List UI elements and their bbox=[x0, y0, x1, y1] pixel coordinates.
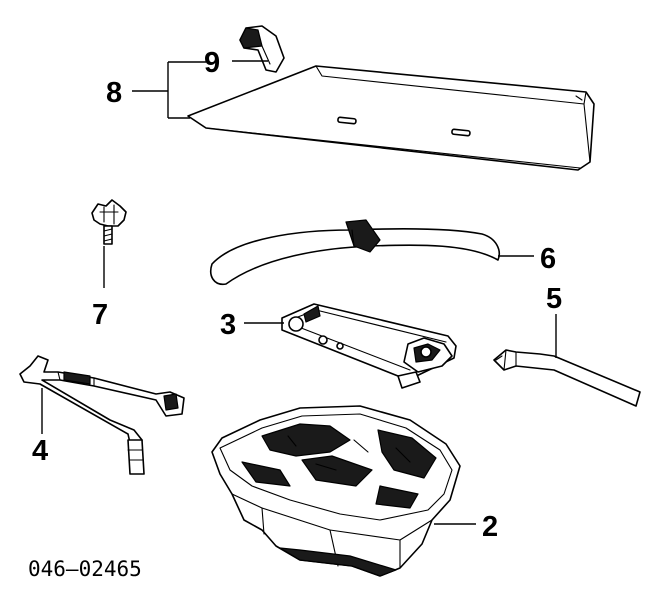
cover-panel bbox=[187, 65, 595, 171]
callout-6: 6 bbox=[540, 243, 556, 275]
callout-8: 8 bbox=[106, 77, 122, 109]
diagram-part-number: 046–02465 bbox=[28, 557, 142, 581]
callout-3: 3 bbox=[220, 309, 236, 341]
jack-handle bbox=[19, 355, 185, 475]
tool-tray bbox=[211, 405, 461, 577]
callout-2: 2 bbox=[482, 511, 498, 543]
wing-bolt bbox=[91, 199, 127, 245]
jack-strap bbox=[210, 219, 500, 286]
leader-8 bbox=[132, 61, 206, 119]
callout-9: 9 bbox=[204, 47, 220, 79]
retaining-clip bbox=[239, 25, 285, 73]
scissor-jack bbox=[281, 303, 457, 389]
callout-5: 5 bbox=[546, 283, 562, 315]
callout-7: 7 bbox=[92, 299, 108, 331]
callout-4: 4 bbox=[32, 435, 48, 467]
lug-wrench bbox=[493, 349, 641, 407]
